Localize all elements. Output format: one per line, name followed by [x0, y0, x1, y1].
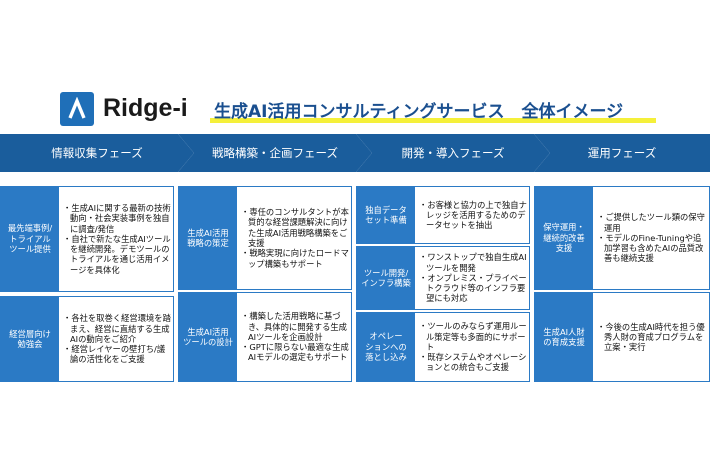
section-strategy-planning: 生成AI活用 戦略の策定 専任のコンサルタントが本質的な経営課題解決に向けた生成… — [178, 186, 352, 290]
section-label: ツール開発/ インフラ構築 — [357, 247, 415, 309]
section-items: ワンストップで独自生成AIツールを開発 オンプレミス・プライベートクラウド等のイ… — [419, 247, 527, 309]
phase-strategy: 戦略構築・企画フェーズ — [178, 134, 372, 172]
section-items: 各社を取巻く経営環境を踏まえ、経営に直結する生成AIの動向をご紹介 経営レイヤー… — [63, 297, 171, 381]
section-label: 経営層向け 勉強会 — [1, 297, 59, 381]
section-tool-design: 生成AI活用 ツールの設計 構築した活用戦略に基づき、具体的に開発する生成AIツ… — [178, 292, 352, 382]
section-label: 生成AI活用 ツールの設計 — [179, 293, 237, 381]
section-label: 最先端事例/ トライアル ツール提供 — [1, 187, 59, 291]
list-item: お客様と協力の上で独自ナレッジを活用するためのデータセットを抽出 — [419, 200, 527, 231]
list-item: オンプレミス・プライベートクラウド等のインフラ要望にも対応 — [419, 273, 527, 304]
section-trial-tools: 最先端事例/ トライアル ツール提供 生成AIに関する最新の技術動向・社会実装事… — [0, 186, 174, 292]
section-items: ご提供したツール類の保守運用 モデルのFine-Tuningや追加学習も含めたA… — [597, 187, 707, 289]
section-label: 生成AI活用 戦略の策定 — [179, 187, 237, 289]
list-item: 各社を取巻く経営環境を踏まえ、経営に直結する生成AIの動向をご紹介 — [63, 313, 171, 344]
list-item: 戦略実現に向けたロードマップ構築もサポート — [241, 248, 349, 269]
phase-label: 運用フェーズ — [587, 146, 657, 160]
list-item: 専任のコンサルタントが本質的な経営課題解決に向けた生成AI活用戦略構築をご支援 — [241, 207, 349, 248]
brand-name: Ridge-i — [103, 94, 188, 122]
list-item: GPTに限らない最適な生成AIモデルの選定もサポート — [241, 342, 349, 363]
section-label: オペレー ションへの 落とし込み — [357, 313, 415, 381]
phase-development: 開発・導入フェーズ — [356, 134, 550, 172]
section-items: 構築した活用戦略に基づき、具体的に開発する生成AIツールを企画設計 GPTに限ら… — [241, 293, 349, 381]
ridge-i-logo — [60, 92, 94, 126]
list-item: 既存システムやオペレーションとの統合もご支援 — [419, 352, 527, 373]
list-item: ご提供したツール類の保守運用 — [597, 212, 707, 233]
section-tool-development: ツール開発/ インフラ構築 ワンストップで独自生成AIツールを開発 オンプレミス… — [356, 246, 530, 310]
list-item: 今後の生成AI時代を担う優秀人財の育成プログラムを立案・実行 — [597, 322, 707, 353]
section-items: 専任のコンサルタントが本質的な経営課題解決に向けた生成AI活用戦略構築をご支援 … — [241, 187, 349, 289]
section-label: 独自データ セット準備 — [357, 187, 415, 243]
section-label: 生成AI人財 の育成支援 — [535, 293, 593, 381]
list-item: 生成AIに関する最新の技術動向・社会実装事例を独自に調査/発信 — [63, 203, 171, 234]
list-item: 自社で新たな生成AIツールを継続開発。デモツールのトライアルを通じ活用イメージを… — [63, 234, 171, 275]
phase-operation: 運用フェーズ — [534, 134, 710, 172]
section-operation-integration: オペレー ションへの 落とし込み ツールのみならず運用ルール策定等も多面的にサポ… — [356, 312, 530, 382]
list-item: ツールのみならず運用ルール策定等も多面的にサポート — [419, 321, 527, 352]
logo-mark-icon — [68, 97, 86, 119]
list-item: ワンストップで独自生成AIツールを開発 — [419, 252, 527, 273]
phase-label: 開発・導入フェーズ — [401, 146, 505, 160]
phase-label: 戦略構築・企画フェーズ — [212, 146, 338, 160]
title-highlight — [210, 118, 656, 123]
list-item: 経営レイヤーの壁打ち/議論の活性化をご支援 — [63, 344, 171, 365]
section-items: ツールのみならず運用ルール策定等も多面的にサポート 既存システムやオペレーション… — [419, 313, 527, 381]
section-maintenance: 保守運用・ 継続的改善 支援 ご提供したツール類の保守運用 モデルのFine-T… — [534, 186, 710, 290]
section-items: 生成AIに関する最新の技術動向・社会実装事例を独自に調査/発信 自社で新たな生成… — [63, 187, 171, 291]
section-talent-development: 生成AI人財 の育成支援 今後の生成AI時代を担う優秀人財の育成プログラムを立案… — [534, 292, 710, 382]
phase-info-gathering: 情報収集フェーズ — [0, 134, 194, 172]
list-item: 構築した活用戦略に基づき、具体的に開発する生成AIツールを企画設計 — [241, 311, 349, 342]
section-items: お客様と協力の上で独自ナレッジを活用するためのデータセットを抽出 — [419, 187, 527, 243]
section-label: 保守運用・ 継続的改善 支援 — [535, 187, 593, 289]
phase-label: 情報収集フェーズ — [51, 146, 143, 160]
section-executive-study: 経営層向け 勉強会 各社を取巻く経営環境を踏まえ、経営に直結する生成AIの動向を… — [0, 296, 174, 382]
page-title: 生成AI活用コンサルティングサービス 全体イメージ — [214, 102, 624, 122]
section-dataset-prep: 独自データ セット準備 お客様と協力の上で独自ナレッジを活用するためのデータセッ… — [356, 186, 530, 244]
list-item: モデルのFine-Tuningや追加学習も含めたAIの品質改善も継続支援 — [597, 233, 707, 264]
section-items: 今後の生成AI時代を担う優秀人財の育成プログラムを立案・実行 — [597, 293, 707, 381]
